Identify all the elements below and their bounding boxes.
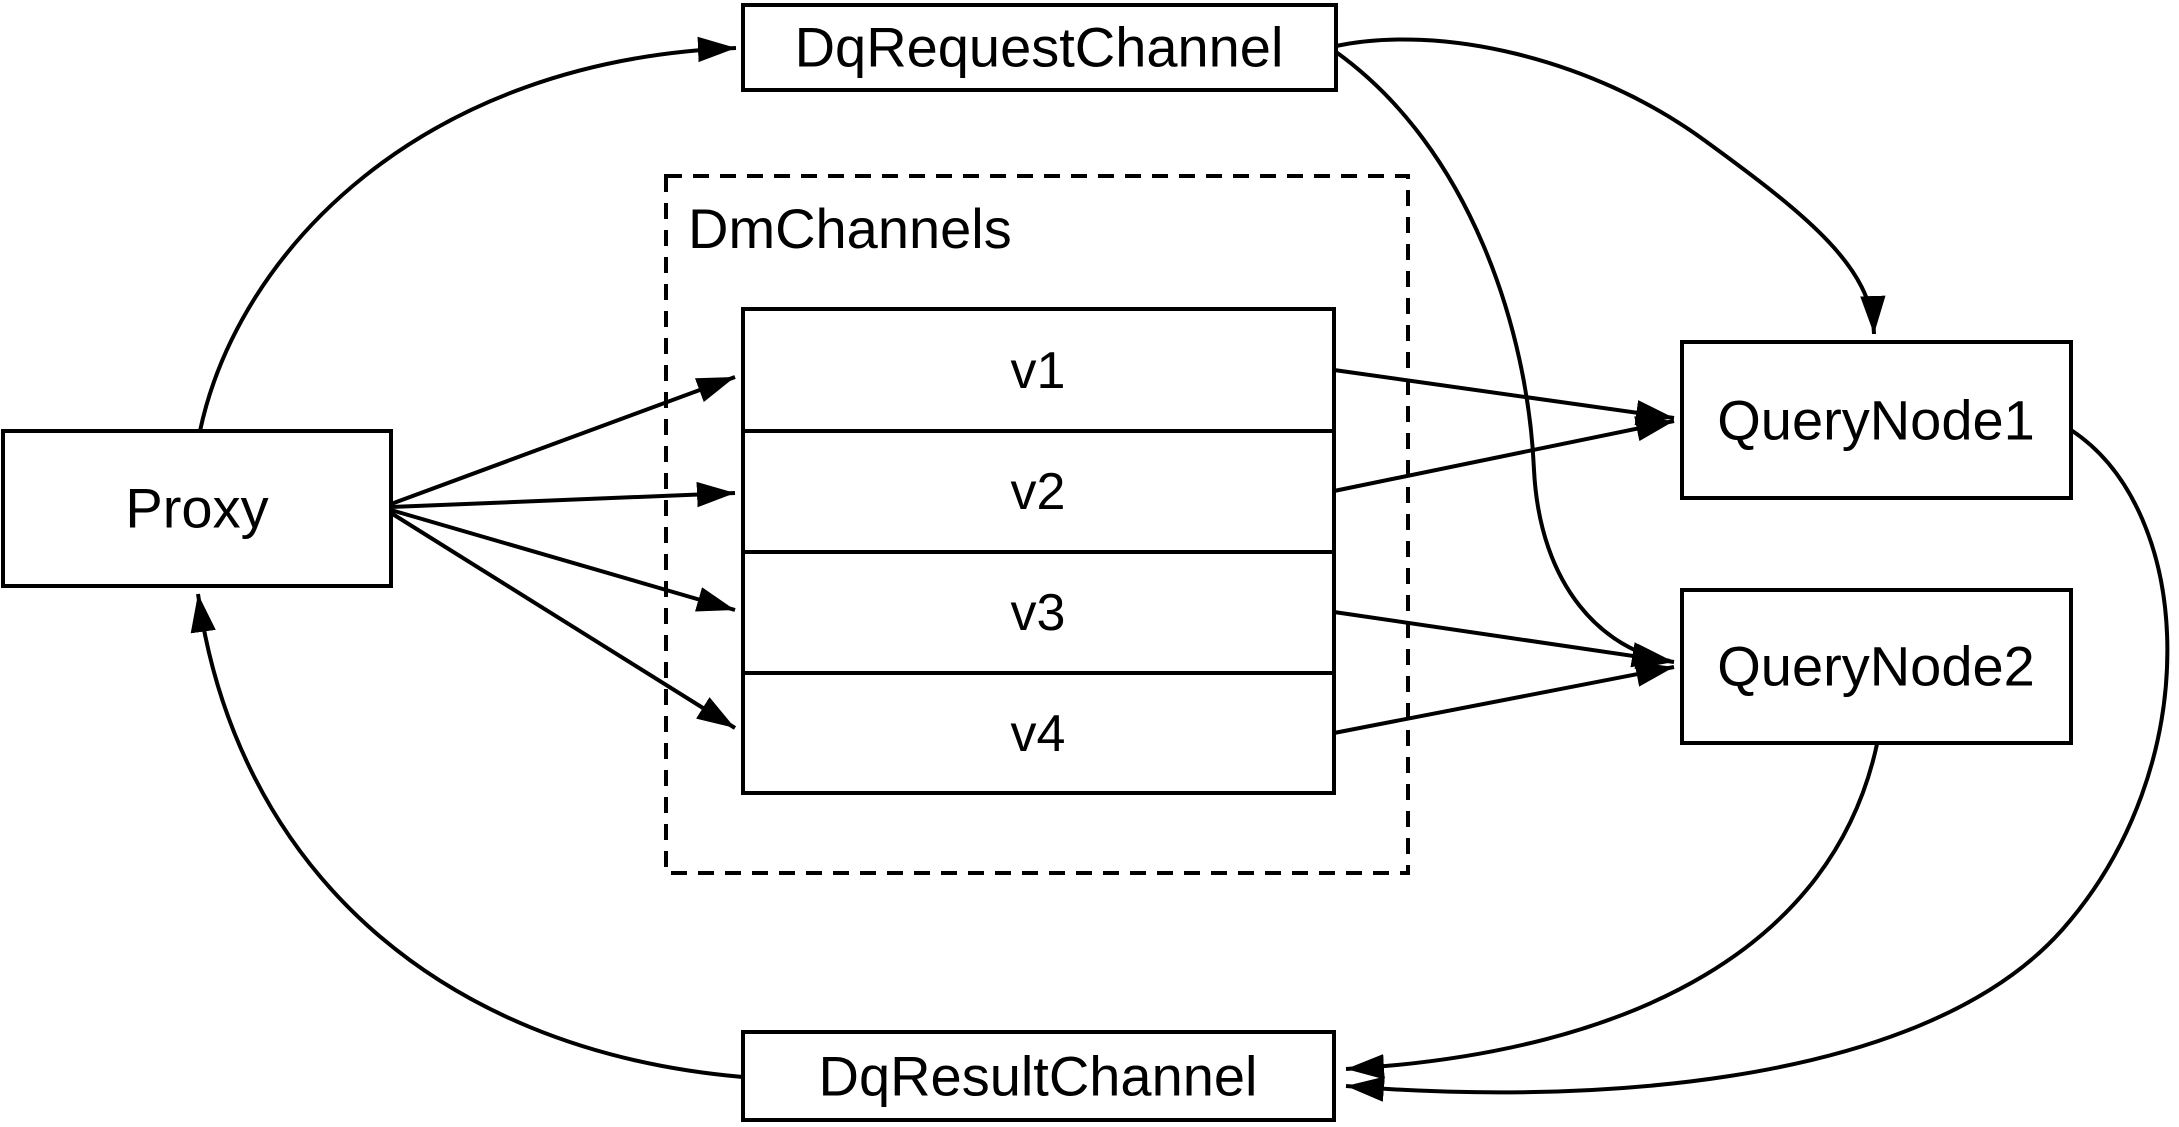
edge-querynode1-to-dqresultchannel [1345, 428, 2170, 1102]
group-dmchannels-box [664, 174, 1410, 875]
edge-proxy-to-v2 [390, 481, 736, 509]
node-dqresultchannel-box [741, 1030, 1336, 1122]
group-dmchannels-label: DmChannels [688, 197, 1012, 260]
node-querynode2-label: QueryNode2 [1717, 635, 2035, 698]
edge-dqrequestchannel-to-querynode1 [1335, 37, 1886, 335]
edge-v4-to-querynode2 [1333, 661, 1675, 735]
node-v4-label: v4 [1011, 705, 1066, 763]
edge-proxy-to-dqrequestchannel [198, 36, 737, 432]
node-querynode1-box [1680, 340, 2073, 500]
edge-v2-to-querynode1 [1333, 416, 1675, 493]
node-querynode1-label: QueryNode1 [1717, 389, 2035, 452]
edge-proxy-to-v3 [390, 508, 736, 612]
edge-querynode2-to-dqresultchannel [1345, 743, 1879, 1080]
edge-proxy-to-v4 [389, 511, 737, 730]
edge-v1-to-querynode1 [1333, 368, 1675, 426]
edge-proxy-to-v1 [390, 375, 736, 506]
edge-v3-to-querynode2 [1333, 610, 1675, 670]
node-v3-label: v3 [1011, 584, 1066, 642]
node-dqresultchannel-label: DqResultChannel [819, 1045, 1258, 1108]
node-dqrequestchannel-label: DqRequestChannel [795, 16, 1284, 79]
node-v1-label: v1 [1011, 342, 1066, 400]
node-dqrequestchannel-box [741, 3, 1338, 92]
node-proxy-box [1, 429, 393, 588]
edge-dqresultchannel-to-proxy [190, 593, 744, 1079]
node-v2-label: v2 [1011, 463, 1066, 521]
node-querynode2-box [1680, 588, 2073, 745]
edge-dqrequestchannel-to-querynode2 [1334, 50, 1671, 668]
node-proxy-label: Proxy [125, 477, 268, 540]
